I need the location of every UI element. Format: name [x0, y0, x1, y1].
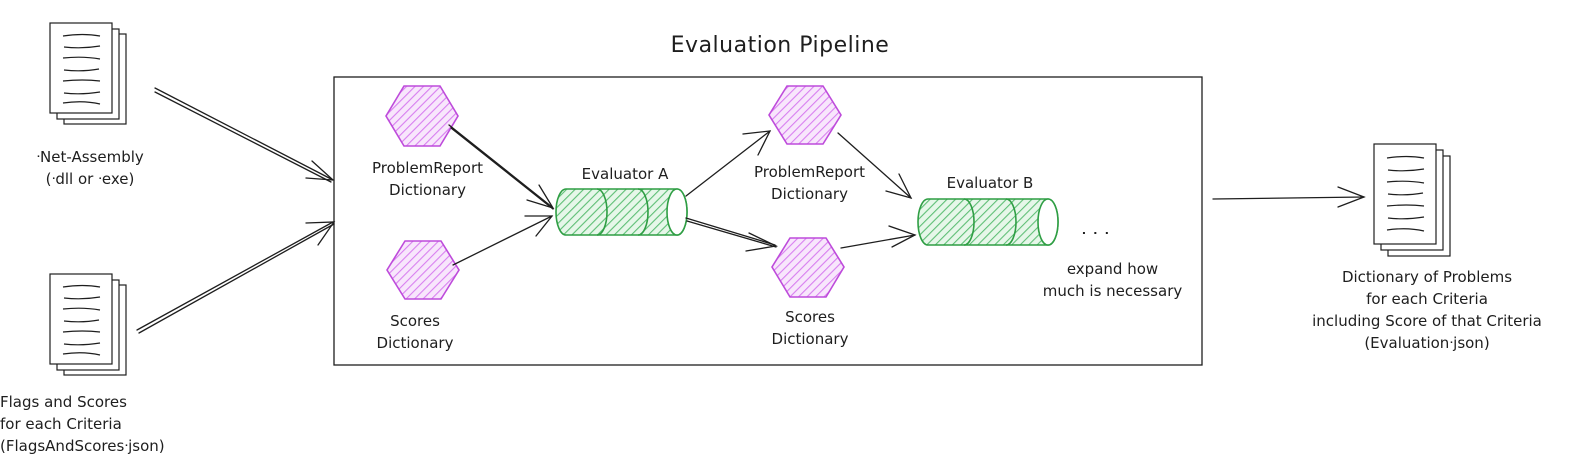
evaluator-a-label: Evaluator A: [581, 165, 669, 183]
problem-report-hexagon-icon-b: [768, 85, 842, 145]
arrow-flags-to-pipeline-head: [305, 221, 336, 246]
arrow-scores-a-head: [524, 215, 554, 237]
scores-a-label-line-1: Scores: [390, 312, 440, 330]
continuation-note-line-2: much is necessary: [1042, 282, 1183, 300]
arrow-report-b-head: [742, 130, 772, 156]
assembly-input-label-line-2: (ᐧdll or ᐧexe): [45, 170, 135, 188]
problem-report-a-label: ProblemReport Dictionary: [355, 157, 500, 201]
scores-b-label-line-1: Scores: [785, 308, 835, 326]
arrow-report-a-to-evaluator-a: [448, 124, 554, 210]
problem-report-b-label: ProblemReport Dictionary: [737, 161, 882, 205]
arrow-scores-b-head: [745, 232, 779, 252]
problem-report-hexagon-icon-a: [385, 85, 459, 147]
problem-report-a-label-line-1: ProblemReport: [371, 159, 484, 177]
output-document-icon: [1373, 143, 1451, 257]
flags-input-label-line-3: (FlagsAndScoresᐧjson): [0, 437, 165, 455]
problem-report-a-label-line-2: Dictionary: [389, 181, 466, 199]
arrow-scores-b-to-evaluator-b: [840, 234, 916, 249]
pipeline-title: Evaluation Pipeline: [670, 33, 890, 58]
output-label-line-1: Dictionary of Problems: [1341, 268, 1513, 286]
arrow-report-b-to-evaluator-b: [837, 132, 912, 199]
pipeline-frame: [333, 76, 1203, 366]
output-label-line-2: for each Criteria: [1366, 290, 1488, 308]
continuation-dots: ᐧ ᐧ ᐧ: [1080, 221, 1110, 245]
flags-input-label: Flags and Scores for each Criteria (Flag…: [0, 391, 185, 457]
continuation-note-line-1: expand how: [1066, 260, 1159, 278]
flags-input-label-line-2: for each Criteria: [0, 415, 122, 433]
flags-input-label-line-1: Flags and Scores: [0, 393, 127, 411]
assembly-input-label-line-1: ᐧNet-Assembly: [36, 148, 144, 166]
arrow-evaluator-a-to-report-b: [685, 130, 771, 197]
scores-b-label-line-2: Dictionary: [771, 330, 849, 348]
arrow-assembly-to-pipeline-head: [305, 160, 335, 181]
arrow-report-b-to-evaluator-b-head: [885, 173, 913, 200]
arrow-scores-a-to-evaluator-a: [452, 215, 553, 266]
scores-a-label: Scores Dictionary: [360, 310, 470, 354]
arrow-scores-b-to-evaluator-b-head: [888, 225, 917, 248]
output-label-line-4: (Evaluationᐧjson): [1364, 334, 1490, 352]
output-label-line-3: including Score of that Criteria: [1312, 312, 1542, 330]
assembly-document-icon: [49, 22, 127, 125]
evaluator-b-cylinder-icon: [917, 198, 1059, 246]
arrow-report-a-head: [526, 184, 555, 210]
output-label: Dictionary of Problems for each Criteria…: [1282, 266, 1572, 354]
arrow-pipeline-to-output-head: [1337, 186, 1366, 208]
assembly-input-label: ᐧNet-Assembly (ᐧdll or ᐧexe): [20, 146, 160, 190]
arrow-evaluator-a-to-scores-b: [685, 217, 777, 248]
arrow-assembly-to-pipeline: [154, 87, 334, 183]
evaluator-b-label: Evaluator B: [946, 174, 1034, 192]
scores-b-label: Scores Dictionary: [755, 306, 865, 350]
problem-report-b-label-line-1: ProblemReport: [753, 163, 866, 181]
scores-hexagon-icon-a: [386, 240, 460, 300]
scores-a-label-line-2: Dictionary: [376, 334, 454, 352]
scores-hexagon-icon-b: [771, 237, 845, 298]
evaluator-a-cylinder-icon: [555, 188, 688, 236]
flags-document-icon: [49, 273, 127, 376]
problem-report-b-label-line-2: Dictionary: [771, 185, 848, 203]
arrow-flags-to-pipeline: [136, 221, 335, 334]
arrow-pipeline-to-output: [1212, 196, 1365, 200]
continuation-note: expand how much is necessary: [1030, 258, 1195, 302]
